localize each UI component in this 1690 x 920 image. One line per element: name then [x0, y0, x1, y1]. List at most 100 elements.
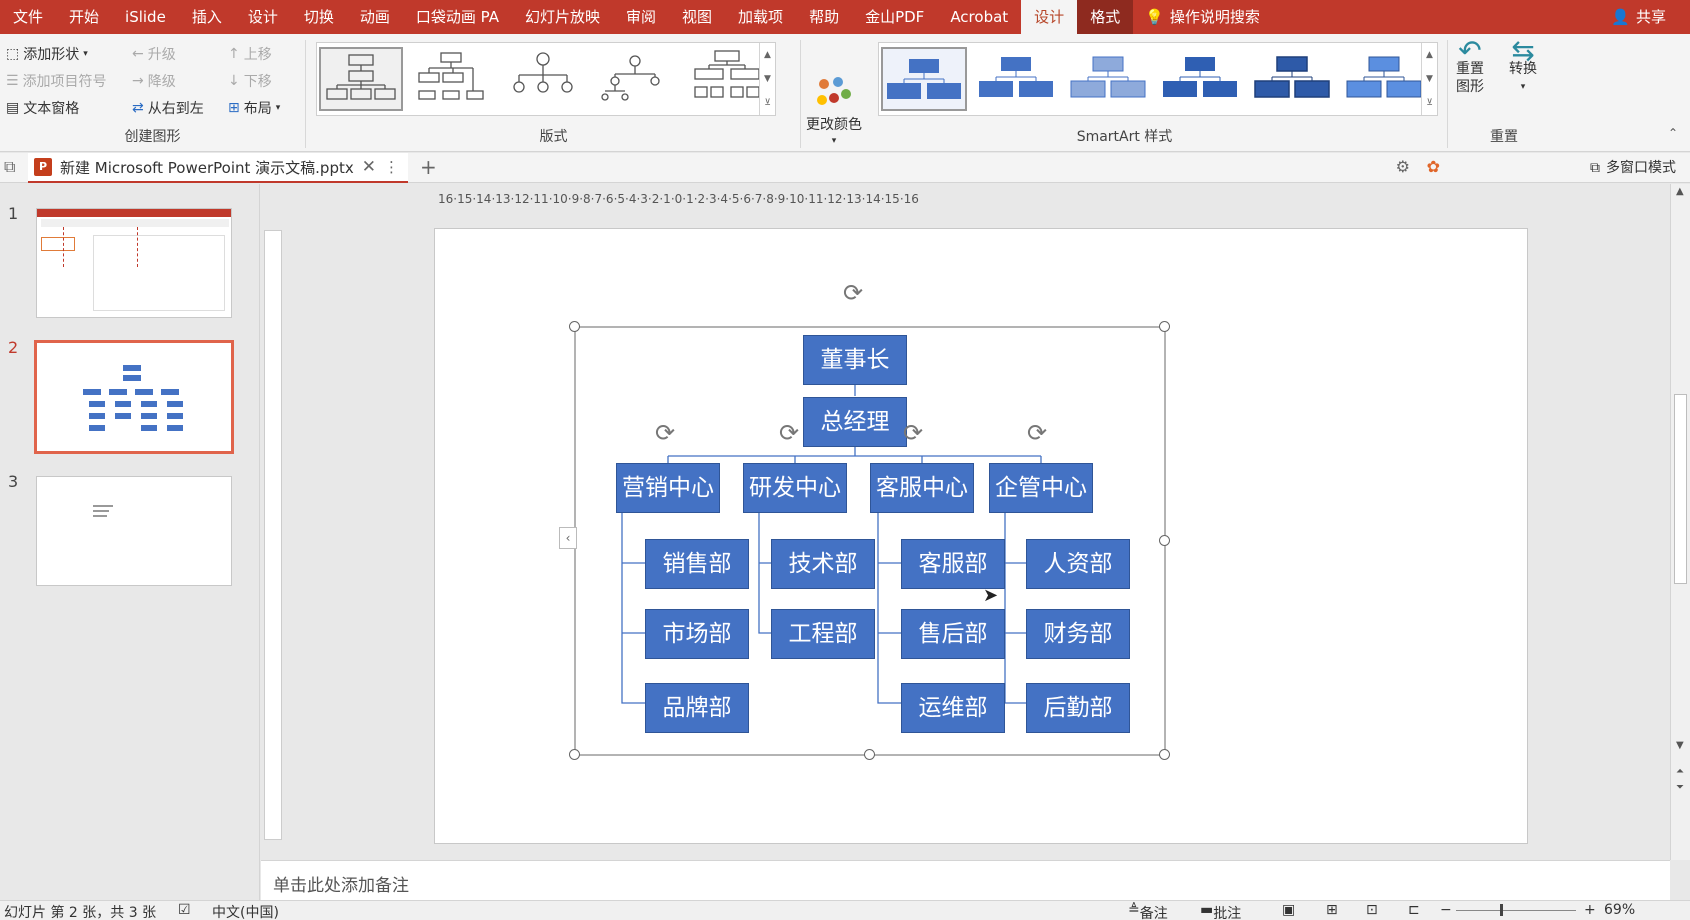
node-rd-center[interactable]: 研发中心 [743, 463, 847, 513]
node-engineering-dept[interactable]: 工程部 [771, 609, 875, 659]
tab-addins[interactable]: 加载项 [738, 8, 784, 26]
notes-toggle-button[interactable]: ≜ 备注 [1128, 902, 1168, 920]
style-option-subtle-effect[interactable] [1067, 47, 1153, 111]
slide-sorter-view-icon[interactable]: ⊞ [1326, 902, 1338, 918]
plugin-gear-icon[interactable]: ✿ [1426, 157, 1440, 176]
resize-handle[interactable] [569, 321, 580, 332]
tab-help[interactable]: 帮助 [809, 8, 840, 26]
node-hr-dept[interactable]: 人资部 [1026, 539, 1130, 589]
node-sales-dept[interactable]: 销售部 [645, 539, 749, 589]
tab-wps-pdf[interactable]: 金山PDF [865, 8, 925, 26]
node-brand-dept[interactable]: 品牌部 [645, 683, 749, 733]
document-tab[interactable]: P 新建 Microsoft PowerPoint 演示文稿.pptx ✕ ⋮ [28, 153, 408, 183]
slide-canvas[interactable]: 董事长 总经理 营销中心 研发中心 客服中心 企管中心 销售部 市场部 品牌部 … [434, 228, 1528, 844]
tab-slideshow[interactable]: 幻灯片放映 [525, 8, 601, 26]
tab-insert[interactable]: 插入 [191, 8, 222, 26]
rotate-handle-icon[interactable]: ⟳ [655, 419, 676, 447]
change-colors-button[interactable]: 更改颜色 ▾ [806, 76, 862, 146]
layout-button[interactable]: ⊞ 布局 ▾ [228, 98, 280, 118]
tab-home[interactable]: 开始 [69, 8, 100, 26]
tab-design[interactable]: 设计 [247, 8, 278, 26]
layout-option-labeled-hierarchy[interactable] [595, 47, 679, 111]
node-ops-dept[interactable]: 运维部 [901, 683, 1005, 733]
tab-pocket-animation[interactable]: 口袋动画 PA [415, 8, 499, 26]
node-market-dept[interactable]: 市场部 [645, 609, 749, 659]
tab-file[interactable]: 文件 [13, 8, 44, 26]
tab-smartart-design[interactable]: 设计 [1021, 0, 1078, 34]
tab-islide[interactable]: iSlide [125, 8, 166, 26]
resize-handle[interactable] [1159, 321, 1170, 332]
node-admin-center[interactable]: 企管中心 [989, 463, 1093, 513]
slide-thumbnail-2[interactable] [34, 340, 234, 454]
settings-gear-icon[interactable]: ⚙ [1395, 157, 1410, 176]
move-up-button[interactable]: ↑ 上移 [228, 44, 272, 64]
node-chairman[interactable]: 董事长 [803, 335, 907, 385]
layout-option-name-title-org[interactable] [411, 47, 495, 111]
demote-button[interactable]: → 降级 [132, 71, 176, 91]
rotate-handle-icon[interactable]: ⟳ [779, 419, 800, 447]
slideshow-view-icon[interactable]: ⊏ [1408, 902, 1420, 918]
vertical-scrollbar[interactable]: ▲ ▼ ⏶ ⏷ [1670, 184, 1690, 860]
promote-button[interactable]: ← 升级 [132, 44, 176, 64]
rotate-handle-icon[interactable]: ⟳ [843, 279, 864, 307]
tab-review[interactable]: 审阅 [626, 8, 657, 26]
node-customer-service-dept[interactable]: 客服部 [901, 539, 1005, 589]
share-button[interactable]: 👤 共享 [1611, 0, 1666, 34]
style-option-moderate-effect[interactable] [1159, 47, 1245, 111]
resize-handle[interactable] [864, 749, 875, 760]
add-shape-button[interactable]: ⬚ 添加形状 ▾ [6, 44, 88, 64]
tab-format[interactable]: 格式 [1077, 0, 1134, 34]
layout-gallery-scroll[interactable]: ▲ ▼ ⊻ [759, 43, 775, 115]
right-to-left-button[interactable]: ⇄ 从右到左 [132, 98, 204, 118]
style-option-white-outline[interactable] [975, 47, 1061, 111]
tab-acrobat[interactable]: Acrobat [950, 8, 1009, 26]
layout-option-circle-hierarchy[interactable] [503, 47, 587, 111]
scroll-up-arrow-icon[interactable]: ▲ [1676, 186, 1684, 197]
comments-toggle-button[interactable]: ▬ 批注 [1200, 902, 1241, 920]
new-tab-plus-icon[interactable]: + [420, 155, 437, 179]
scroll-down-arrow-icon[interactable]: ▼ [1676, 740, 1684, 751]
style-gallery-scroll[interactable]: ▲ ▼ ⊻ [1421, 43, 1437, 115]
tab-view[interactable]: 视图 [682, 8, 713, 26]
layout-option-org-chart[interactable] [319, 47, 403, 111]
tab-transitions[interactable]: 切换 [303, 8, 334, 26]
normal-view-icon[interactable]: ▣ [1282, 902, 1296, 918]
text-pane-button[interactable]: ▤ 文本窗格 [6, 98, 79, 118]
reading-view-icon[interactable]: ⊡ [1366, 902, 1378, 918]
style-option-intense-effect[interactable] [1251, 47, 1337, 111]
resize-handle[interactable] [1159, 749, 1170, 760]
node-after-sales-dept[interactable]: 售后部 [901, 609, 1005, 659]
scrollbar-thumb[interactable] [1674, 394, 1687, 584]
node-marketing-center[interactable]: 营销中心 [616, 463, 720, 513]
rotate-handle-icon[interactable]: ⟳ [903, 419, 924, 447]
resize-handle[interactable] [569, 749, 580, 760]
node-logistics-dept[interactable]: 后勤部 [1026, 683, 1130, 733]
style-option-simple-fill[interactable] [881, 47, 967, 111]
next-slide-icon[interactable]: ⏷ [1676, 782, 1684, 793]
zoom-in-icon[interactable]: + [1584, 902, 1596, 918]
close-icon[interactable]: ✕ [361, 157, 376, 177]
more-options-icon[interactable]: ⋮ [383, 158, 399, 176]
tab-animations[interactable]: 动画 [359, 8, 390, 26]
reset-graphic-button[interactable]: ↶ 重置图形 [1455, 37, 1485, 96]
node-service-center[interactable]: 客服中心 [870, 463, 974, 513]
notes-pane[interactable]: 单击此处添加备注 [261, 860, 1670, 900]
multi-window-mode-button[interactable]: ⧉ 多窗口模式 [1590, 153, 1676, 183]
previous-slide-icon[interactable]: ⏶ [1676, 766, 1684, 777]
tell-me-search[interactable]: 💡 操作说明搜索 [1145, 0, 1260, 34]
spelling-check-icon[interactable]: ☑ [178, 902, 191, 918]
style-option-polished[interactable] [1343, 47, 1429, 111]
collapse-ribbon-button[interactable]: ⌃ [1668, 126, 1678, 140]
tab-list-icon[interactable]: ⧉ [4, 157, 16, 176]
move-down-button[interactable]: ↓ 下移 [228, 71, 272, 91]
slide-thumbnail-1[interactable] [36, 208, 232, 318]
node-general-manager[interactable]: 总经理 [803, 397, 907, 447]
convert-button[interactable]: ⇆ 转换 ▾ [1509, 37, 1537, 96]
zoom-level[interactable]: 69% [1604, 902, 1636, 918]
zoom-slider-thumb[interactable] [1500, 904, 1503, 916]
text-pane-expander-icon[interactable]: ‹ [559, 527, 577, 549]
resize-handle[interactable] [1159, 535, 1170, 546]
node-finance-dept[interactable]: 财务部 [1026, 609, 1130, 659]
language-indicator[interactable]: 中文(中国) [212, 905, 279, 920]
add-bullet-button[interactable]: ☰ 添加项目符号 [6, 71, 107, 91]
